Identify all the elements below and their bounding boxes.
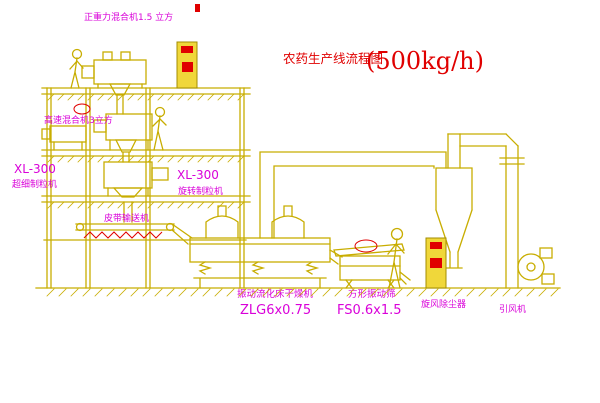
label-fan: 引风机 (499, 303, 526, 315)
cyclone-separator (435, 133, 473, 269)
red-ellipse-marker (354, 239, 378, 253)
page-title: 农药生产线流程图 (283, 51, 383, 66)
hatch-marks (47, 155, 245, 163)
high-speed-mixer (93, 113, 153, 163)
red-circle-marker (73, 103, 91, 115)
label-cyclone: 旋风除尘器 (421, 298, 466, 310)
title-capacity: (500kg/h) (366, 47, 484, 75)
worker-figure-ground (387, 227, 405, 289)
worker-figure-top (69, 48, 84, 89)
label-granulator-left-name: 超细制粒机 (12, 178, 57, 190)
hatch-marks (47, 93, 245, 101)
label-granulator-mid-name: 旋转制粒机 (178, 185, 223, 197)
fluid-bed-dryer (189, 205, 343, 289)
auxiliary-machine (41, 125, 87, 151)
control-cabinet-ground (425, 237, 447, 289)
label-belt-conveyor: 皮带输送机 (104, 212, 149, 224)
gravity-mixer (81, 51, 147, 115)
label-screen-name: 方形振动筛 (348, 288, 396, 300)
rotary-granulator (103, 161, 169, 223)
control-cabinet-top (176, 41, 198, 89)
hatch-marks (46, 288, 559, 297)
induced-draft-fan (517, 247, 555, 285)
label-granulator-mid-model: XL-300 (177, 168, 219, 182)
belt-conveyor (75, 222, 193, 245)
label-dryer-name: 振动流化床干燥机 (237, 288, 314, 300)
outlet-duct (447, 133, 519, 147)
hatch-marks (47, 201, 245, 209)
red-hatch-conveyor (83, 231, 163, 239)
label-granulator-left-model: XL-300 (14, 162, 56, 176)
worker-figure-mid (152, 106, 167, 151)
label-screen-model: FS0.6x1.5 (337, 303, 402, 318)
label-dryer-model: ZLG6x0.75 (240, 303, 311, 318)
vibrating-screen (333, 243, 411, 289)
label-high-speed-mixer: 高速混合机3立方 (44, 114, 113, 126)
label-gravity-mixer: 正重力混合机1.5 立方 (84, 11, 173, 23)
red-marker (195, 4, 200, 12)
exhaust-stack (499, 145, 525, 289)
exhaust-duct (259, 151, 447, 239)
